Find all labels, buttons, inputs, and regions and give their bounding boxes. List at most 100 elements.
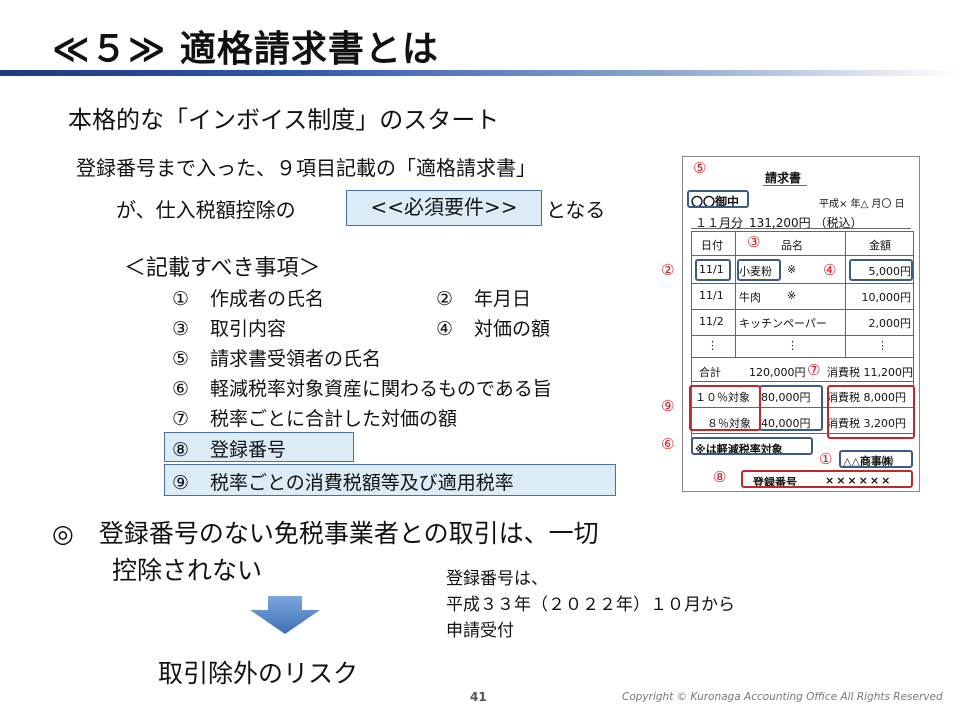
callout-issuer (839, 450, 913, 468)
callout-rate-labels (689, 385, 761, 431)
callout-item (737, 259, 781, 281)
item-5-num: ⑤ (172, 348, 190, 370)
invoice-figure: 請求書 〇〇御中 平成× 年△ 月〇 日 １１月分 131,200円 （税込） … (661, 156, 920, 492)
item-8-text: 登録番号 (210, 439, 287, 461)
item-3-text: 取引内容 (210, 318, 287, 340)
grid-line (691, 231, 913, 232)
invoice-total-underline (691, 228, 911, 229)
grid-line (691, 335, 913, 336)
row1-date: 11/1 (699, 263, 724, 276)
callout-date (695, 259, 731, 281)
grid-line (691, 231, 692, 381)
item-9: ⑨ 税率ごとの消費税額等及び適用税率 (172, 468, 514, 495)
grid-line (691, 357, 913, 358)
item-8-num: ⑧ (172, 439, 190, 461)
row1-item: 小麦粉 (739, 265, 772, 278)
marker-1: ① (819, 450, 833, 468)
item-3: ③ 取引内容 (172, 314, 286, 341)
sum-amount: 120,000円 (749, 366, 806, 379)
slide-title: ≪５≫ 適格請求書とは (52, 29, 439, 70)
row4-amount: ⋮ (877, 339, 888, 352)
callout-registration (741, 470, 913, 488)
marker-5: ⑤ (693, 159, 707, 177)
grid-line (691, 407, 913, 408)
title-underline (0, 70, 960, 76)
item-7: ⑦ 税率ごとに合計した対価の額 (172, 404, 457, 431)
sum-tax: 消費税 11,200円 (827, 366, 913, 379)
marker-3: ③ (747, 233, 761, 251)
row3-date: 11/2 (699, 315, 724, 328)
header-date: 日付 (701, 239, 723, 252)
intro-line-2-before: が、仕入税額控除の (116, 198, 296, 222)
registration-note: 登録番号は、 平成３３年（２０２２年）１０月から 申請受付 (446, 569, 735, 641)
item-1-num: ① (172, 288, 190, 310)
item-9-num: ⑨ (172, 472, 190, 494)
marker-8: ⑧ (713, 468, 727, 486)
grid-line (691, 381, 692, 441)
callout-recipient (687, 190, 749, 208)
sum-label: 合計 (699, 366, 721, 379)
item-2-text: 年月日 (474, 288, 532, 310)
row2-item: 牛肉 (739, 291, 761, 304)
grid-line (691, 381, 913, 382)
item-5: ⑤ 請求書受領者の氏名 (172, 344, 381, 371)
item-9-highlight (164, 464, 616, 496)
item-1-text: 作成者の氏名 (210, 288, 325, 310)
row2-amount: 10,000円 (861, 291, 912, 304)
item-6-num: ⑥ (172, 378, 190, 400)
row4-date: ⋮ (707, 339, 718, 352)
grid-line (735, 231, 736, 357)
row4-item: ⋮ (787, 339, 798, 352)
item-5-text: 請求書受領者の氏名 (210, 348, 382, 370)
row1-mark: ※ (787, 263, 797, 276)
callout-tax-amounts (827, 385, 915, 439)
row3-amount: 2,000円 (868, 317, 912, 330)
required-condition-box: <<必須要件>> (346, 190, 542, 226)
note-line-1: ◎ 登録番号のない免税事業者との取引は、一切 (52, 519, 599, 548)
item-8: ⑧ 登録番号 (172, 435, 286, 462)
subtitle: 本格的な「インボイス制度」のスタート (68, 106, 500, 134)
item-8-highlight (164, 432, 354, 462)
rate10-tax: 消費税 8,000円 (827, 391, 906, 404)
marker-2: ② (661, 261, 675, 279)
item-2-num: ② (436, 288, 454, 310)
row2-mark: ※ (787, 289, 797, 302)
grid-line (691, 309, 913, 310)
item-3-num: ③ (172, 318, 190, 340)
marker-9: ⑨ (661, 397, 675, 415)
grid-line (691, 255, 913, 256)
rate10-amount: 80,000円 (761, 391, 811, 404)
header-amount: 金額 (869, 239, 891, 252)
marker-7: ⑦ (807, 361, 821, 379)
item-7-text: 税率ごとに合計した対価の額 (210, 408, 458, 430)
row1-amount: 5,000円 (868, 265, 912, 278)
item-4-text: 対価の額 (474, 318, 551, 340)
rate10-label: １０％対象 (695, 391, 750, 404)
invoice-title-underline (763, 185, 807, 186)
copyright: Copyright © Kuronaga Accounting Office A… (622, 691, 943, 703)
rate8-label: ８％対象 (707, 417, 751, 430)
item-9-text: 税率ごとの消費税額等及び適用税率 (210, 472, 514, 494)
marker-4: ④ (823, 261, 837, 279)
page-number: 41 (470, 690, 487, 704)
callout-rate-totals (759, 385, 823, 431)
invoice-title: 請求書 (765, 171, 802, 185)
issuer-name: △△商事㈱ (843, 455, 893, 468)
callout-amount (849, 259, 913, 281)
marker-6: ⑥ (661, 435, 675, 453)
item-1: ① 作成者の氏名 (172, 284, 324, 311)
grid-line (845, 231, 846, 357)
reduced-rate-note: ※は軽減税率対象 (695, 443, 783, 456)
invoice-total: 131,200円 （税込） (749, 216, 863, 230)
intro-line-1: 登録番号まで入った、９項目記載の「適格請求書」 (76, 156, 536, 180)
invoice-recipient: 〇〇御中 (691, 195, 740, 209)
risk-text: 取引除外のリスク (158, 659, 359, 688)
grid-line (691, 433, 913, 434)
grid-line (913, 231, 914, 381)
note-line-2: 控除されない (112, 556, 263, 585)
rate8-tax: 消費税 3,200円 (827, 417, 906, 430)
rate8-amount: 40,000円 (761, 417, 811, 430)
registration-label: 登録番号 (753, 476, 797, 489)
item-7-num: ⑦ (172, 408, 190, 430)
